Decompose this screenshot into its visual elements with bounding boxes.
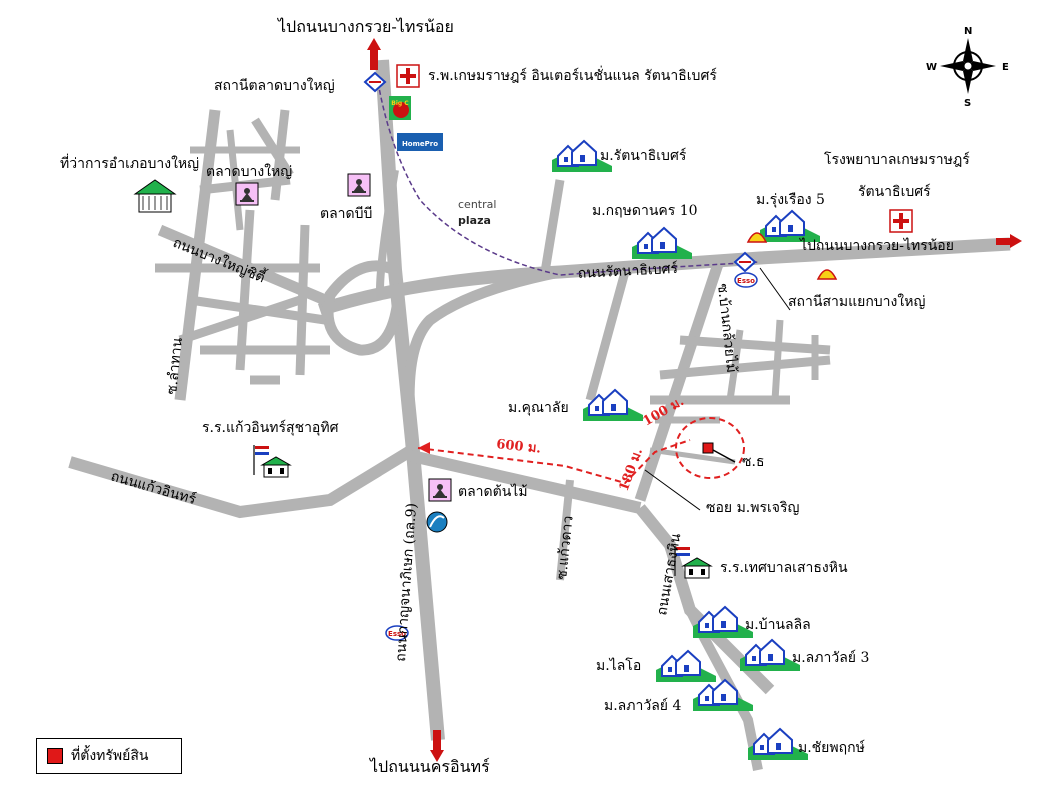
map-legend: ที่ตั้งทรัพย์สิน bbox=[36, 738, 182, 774]
compass-n: N bbox=[964, 26, 972, 37]
route-arrowhead-west bbox=[418, 442, 430, 454]
route-to-property bbox=[417, 417, 745, 485]
purple-line-rail bbox=[377, 81, 761, 276]
village-label: ม.รุ่งเรือง 5 bbox=[756, 192, 825, 208]
compass-w: W bbox=[926, 62, 937, 73]
market-icon bbox=[347, 173, 371, 197]
road-name-soi-lamthan: ซ.ลำทาน bbox=[164, 337, 186, 396]
bigc-logo-icon: Big C bbox=[389, 96, 411, 120]
road-name-kanchana: ถนนกาญจนาภิเษก (ถล.9) bbox=[393, 503, 420, 663]
soi-label: ซ.ธ bbox=[742, 454, 765, 470]
station-pointer-line bbox=[759, 267, 791, 311]
school-icon bbox=[253, 444, 291, 478]
svg-text:Big C: Big C bbox=[391, 100, 409, 107]
property-location-marker bbox=[702, 442, 714, 454]
road-name-bangyai-city: ถนนบางใหญ่ซิตี้ bbox=[171, 232, 270, 287]
central-plaza-logo-icon: central plaza bbox=[458, 198, 496, 227]
svg-text:central: central bbox=[458, 198, 496, 211]
direction-label-bottom: ไปถนนนครอินทร์ bbox=[368, 757, 490, 776]
school-label: ร.ร.เทศบาลเสาธงหิน bbox=[720, 560, 848, 576]
village-label: ม.ลภาวัลย์ 4 bbox=[604, 697, 681, 714]
station-samyaek-label: สถานีสามแยกบางใหญ่ bbox=[788, 293, 925, 310]
market-icon bbox=[235, 182, 259, 206]
market-tonmai-label: ตลาดต้นไม้ bbox=[458, 483, 528, 500]
village-icon bbox=[692, 679, 754, 712]
soi-pointer-line bbox=[644, 469, 701, 511]
road-name-soi-kaewdao: ซ.แก้วดาว bbox=[554, 515, 577, 580]
road-name-rattanathibet: ถนนรัตนาธิเบศร์ bbox=[577, 260, 679, 282]
ptt-station-icon bbox=[426, 511, 448, 533]
compass-s: S bbox=[964, 98, 971, 109]
station-talat-label: สถานีตลาดบางใหญ่ bbox=[214, 77, 335, 94]
property-pointer-line bbox=[712, 449, 736, 463]
road-name-soi-ban-kluay: ซ.บ้านกล้วยไม้ bbox=[714, 283, 740, 374]
hospital-icon bbox=[396, 64, 420, 88]
village-label: ม.รัตนาธิเบศร์ bbox=[600, 147, 687, 164]
arrow-south-icon bbox=[430, 730, 444, 762]
direction-label-right: ไปถนนบางกรวย-ไทรน้อย bbox=[799, 237, 954, 254]
compass-e: E bbox=[1002, 62, 1009, 73]
market-icon bbox=[428, 478, 452, 502]
district-office-label: ที่ว่าการอำเภอบางใหญ่ bbox=[60, 154, 199, 172]
school-label: ร.ร.แก้วอินทร์สุชาอุทิศ bbox=[202, 419, 339, 436]
svg-text:HomePro: HomePro bbox=[402, 140, 438, 148]
village-label: ม.ชัยพฤกษ์ bbox=[798, 739, 865, 756]
village-icon bbox=[655, 650, 717, 683]
homepro-logo-icon: HomePro bbox=[397, 133, 443, 151]
hospital-top-label: ร.พ.เกษมราษฎร์ อินเตอร์เนชั่นแนล รัตนาธิ… bbox=[428, 66, 717, 84]
hospital-right-label-2: รัตนาธิเบศร์ bbox=[858, 183, 931, 200]
village-label: ม.ลภาวัลย์ 3 bbox=[792, 649, 869, 666]
market-bb-label: ตลาดบีบี bbox=[320, 206, 372, 222]
arrow-north-icon bbox=[367, 38, 381, 70]
shell-station-icon bbox=[817, 269, 837, 280]
village-icon bbox=[631, 227, 693, 260]
compass-rose-icon bbox=[940, 38, 996, 94]
village-label: ม.กฤษดานคร 10 bbox=[592, 203, 698, 219]
village-label: ม.ไลโอ bbox=[596, 657, 641, 674]
village-label: ม.คุณาลัย bbox=[508, 400, 569, 416]
hospital-icon bbox=[889, 209, 913, 233]
legend-label: ที่ตั้งทรัพย์สิน bbox=[71, 748, 149, 764]
market-bangyai-label: ตลาดบางใหญ่ bbox=[206, 163, 292, 180]
distance-label: 600 ม. bbox=[496, 437, 542, 457]
hospital-right-label-1: โรงพยาบาลเกษมราษฎร์ bbox=[824, 151, 970, 168]
village-icon bbox=[739, 639, 801, 672]
direction-label-top: ไปถนนบางกรวย-ไทรน้อย bbox=[276, 17, 454, 36]
road-name-kaewinthon: ถนนแก้วอินทร์ bbox=[109, 468, 198, 509]
village-icon bbox=[692, 606, 754, 639]
arrow-east-icon bbox=[996, 234, 1022, 248]
property-legend-swatch bbox=[47, 748, 63, 764]
village-label: ม.บ้านลลิล bbox=[745, 617, 811, 633]
svg-text:plaza: plaza bbox=[458, 214, 491, 227]
esso-station-icon bbox=[734, 272, 758, 288]
soi-phonchaoren-label: ซอย ม.พรเจริญ bbox=[706, 500, 799, 516]
government-office-icon bbox=[133, 179, 177, 213]
